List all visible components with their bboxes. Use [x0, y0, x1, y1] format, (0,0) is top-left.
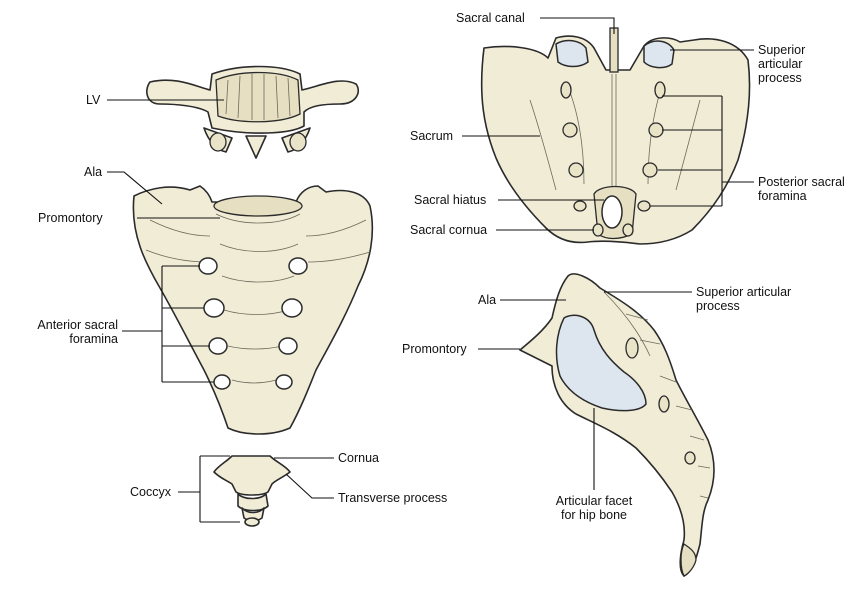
label-sacral-hiatus: Sacral hiatus [414, 193, 487, 207]
label-superior-articular-process: Superior articular process [758, 43, 805, 85]
label-superior-articular-process-line3: process [758, 71, 802, 85]
label-promontory-anterior: Promontory [38, 211, 103, 225]
label-posterior-sacral-foramina-line2: foramina [758, 189, 807, 203]
lumbar-vertebra-illustration [146, 65, 360, 159]
label-anterior-sacral-foramina-line1: Anterior sacral [37, 318, 118, 332]
sacrum-lateral-illustration [519, 273, 715, 577]
label-sacral-cornua: Sacral cornua [410, 223, 488, 237]
label-superior-articular-process-line2: articular [758, 57, 803, 71]
label-posterior-sacral-foramina-line1: Posterior sacral [758, 175, 845, 189]
label-sacrum: Sacrum [410, 129, 454, 143]
label-coccyx: Coccyx [130, 485, 171, 499]
sacrum-posterior-illustration [480, 27, 751, 245]
label-cornua: Cornua [338, 451, 379, 465]
coccyx-illustration [213, 455, 291, 527]
label-superior-articular-lateral: Superior articular process [696, 285, 791, 313]
sacrum-anterior-illustration [132, 185, 374, 435]
label-superior-articular-process-line1: Superior [758, 43, 806, 57]
label-articular-facet-line2: for hip bone [560, 508, 628, 522]
label-ala-lateral: Ala [478, 293, 497, 307]
label-ala-anterior: Ala [84, 165, 103, 179]
label-lv: LV [86, 93, 101, 107]
label-promontory-lateral: Promontory [402, 342, 467, 356]
label-articular-facet: Articular facet for hip bone [544, 494, 644, 522]
label-posterior-sacral-foramina: Posterior sacral foramina [758, 175, 845, 203]
leader-lines [107, 17, 754, 523]
label-articular-facet-line1: Articular facet [555, 494, 633, 508]
label-superior-articular-lateral-line1: Superior articular [696, 285, 792, 299]
label-superior-articular-lateral-line2: process [696, 299, 740, 313]
label-sacral-canal: Sacral canal [456, 11, 525, 25]
label-transverse-process: Transverse process [338, 491, 448, 505]
label-anterior-sacral-foramina-line2: foramina [69, 332, 118, 346]
label-anterior-sacral-foramina: Anterior sacral foramina [18, 318, 118, 346]
